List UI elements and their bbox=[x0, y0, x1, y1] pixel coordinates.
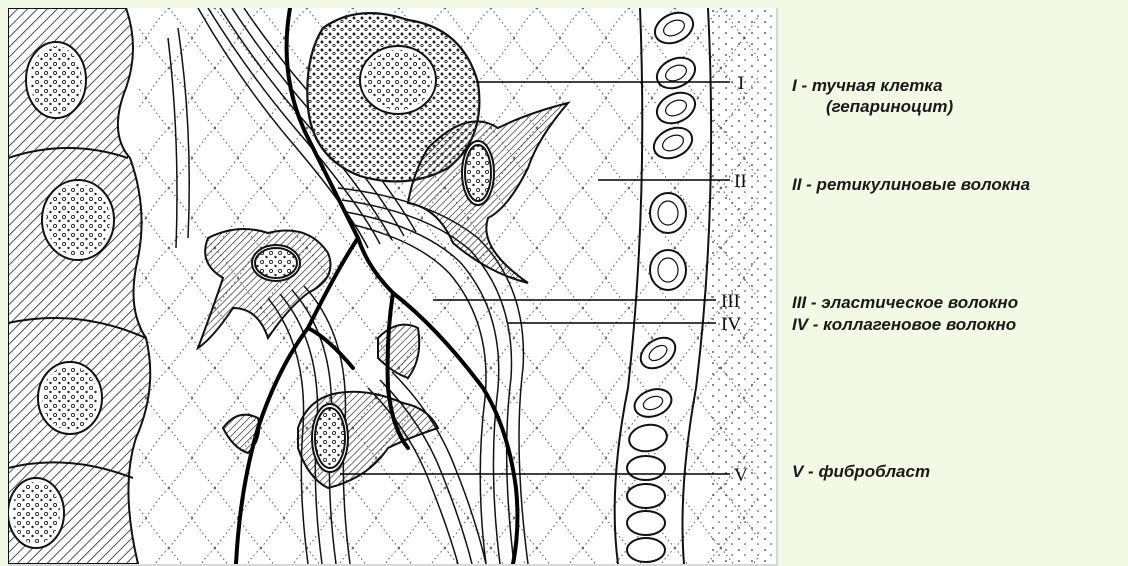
marker-IV: IV bbox=[721, 314, 741, 335]
legend-elastic-label: III - эластическое волокно bbox=[792, 292, 1018, 313]
epithelial-cells bbox=[8, 8, 150, 564]
legend-fibroblast-label: V - фибробласт bbox=[792, 461, 930, 482]
legend-collagen-label: IV - коллагеновое волокно bbox=[792, 314, 1016, 335]
legend-mast-cell-sublabel: (гепариноцит) bbox=[792, 96, 953, 117]
legend-item-elastic-fiber: III - эластическое волокно bbox=[792, 292, 1018, 313]
histology-drawing: I II III IV V bbox=[8, 8, 778, 566]
legend-reticular-label: II - ретикулиновые волокна bbox=[792, 174, 1030, 195]
marker-II: II bbox=[734, 171, 747, 192]
legend-item-fibroblast: V - фибробласт bbox=[792, 461, 930, 482]
legend-item-mast-cell: I - тучная клетка (гепариноцит) bbox=[792, 75, 953, 117]
marker-III: III bbox=[721, 291, 740, 312]
legend-item-reticular-fibers: II - ретикулиновые волокна bbox=[792, 174, 1030, 195]
marker-I: I bbox=[738, 73, 744, 94]
legend-mast-cell-label: I - тучная клетка bbox=[792, 75, 953, 96]
marker-V: V bbox=[734, 465, 748, 486]
legend-item-collagen-fiber: IV - коллагеновое волокно bbox=[792, 314, 1016, 335]
